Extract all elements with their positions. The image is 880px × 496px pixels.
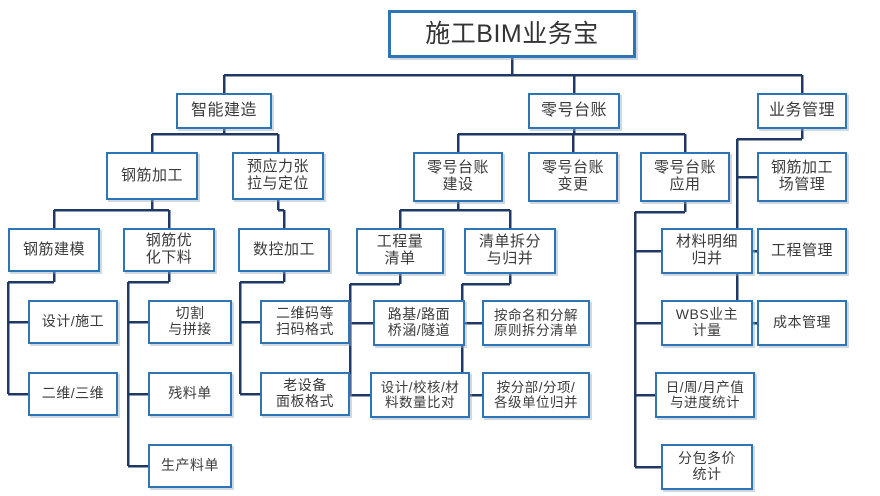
chart-node-n3a[interactable]: 钢筋加工 场管理 <box>757 152 847 202</box>
chart-node-n2a1b[interactable]: 设计/校核/材 料数量比对 <box>370 372 470 418</box>
chart-node-n2a1a[interactable]: 路基/路面 桥涵/隧道 <box>373 300 465 346</box>
chart-node-n1b1[interactable]: 数控加工 <box>238 228 330 272</box>
chart-node-n2c2[interactable]: WBS业主 计量 <box>661 300 753 346</box>
chart-node-n3[interactable]: 业务管理 <box>757 93 847 129</box>
chart-node-n1b[interactable]: 预应力张 拉与定位 <box>232 152 324 200</box>
chart-node-n2a2a[interactable]: 按命名和分解 原则拆分清单 <box>482 300 590 346</box>
chart-node-n2a2[interactable]: 清单拆分 与归并 <box>464 228 556 274</box>
chart-node-n1a[interactable]: 钢筋加工 <box>106 152 198 200</box>
chart-node-n1a2[interactable]: 钢筋优 化下料 <box>123 228 215 272</box>
chart-node-n1[interactable]: 智能建造 <box>176 93 272 129</box>
chart-node-n1a2c[interactable]: 生产料单 <box>148 444 232 488</box>
chart-node-n1b1a[interactable]: 二维码等 扫码格式 <box>260 300 350 344</box>
chart-root-node[interactable]: 施工BIM业务宝 <box>388 10 636 58</box>
chart-node-n3a1[interactable]: 工程管理 <box>757 228 847 274</box>
chart-node-n1a2b[interactable]: 残料单 <box>148 372 232 416</box>
chart-node-n2a[interactable]: 零号台账 建设 <box>413 152 503 202</box>
chart-node-n2[interactable]: 零号台账 <box>528 93 620 129</box>
chart-node-n2c1[interactable]: 材料明细 归并 <box>661 228 753 274</box>
chart-node-n2a2b[interactable]: 按分部/分项/ 各级单位归并 <box>482 372 590 418</box>
chart-node-n1a1b[interactable]: 二维/三维 <box>28 372 118 416</box>
chart-node-n2c3[interactable]: 日/周/月产值 与进度统计 <box>655 372 755 418</box>
chart-node-n2b[interactable]: 零号台账 变更 <box>528 152 618 202</box>
chart-node-n1a1a[interactable]: 设计/施工 <box>28 300 118 344</box>
chart-node-n2c4[interactable]: 分包多价 统计 <box>661 444 753 490</box>
chart-node-n1b1b[interactable]: 老设备 面板格式 <box>260 372 350 416</box>
chart-node-n3a2[interactable]: 成本管理 <box>757 300 847 346</box>
chart-node-n1a2a[interactable]: 切割 与拼接 <box>148 300 232 344</box>
chart-node-n2a1[interactable]: 工程量 清单 <box>356 228 444 274</box>
chart-node-n2c[interactable]: 零号台账 应用 <box>640 152 730 202</box>
chart-node-n1a1[interactable]: 钢筋建模 <box>8 228 100 272</box>
